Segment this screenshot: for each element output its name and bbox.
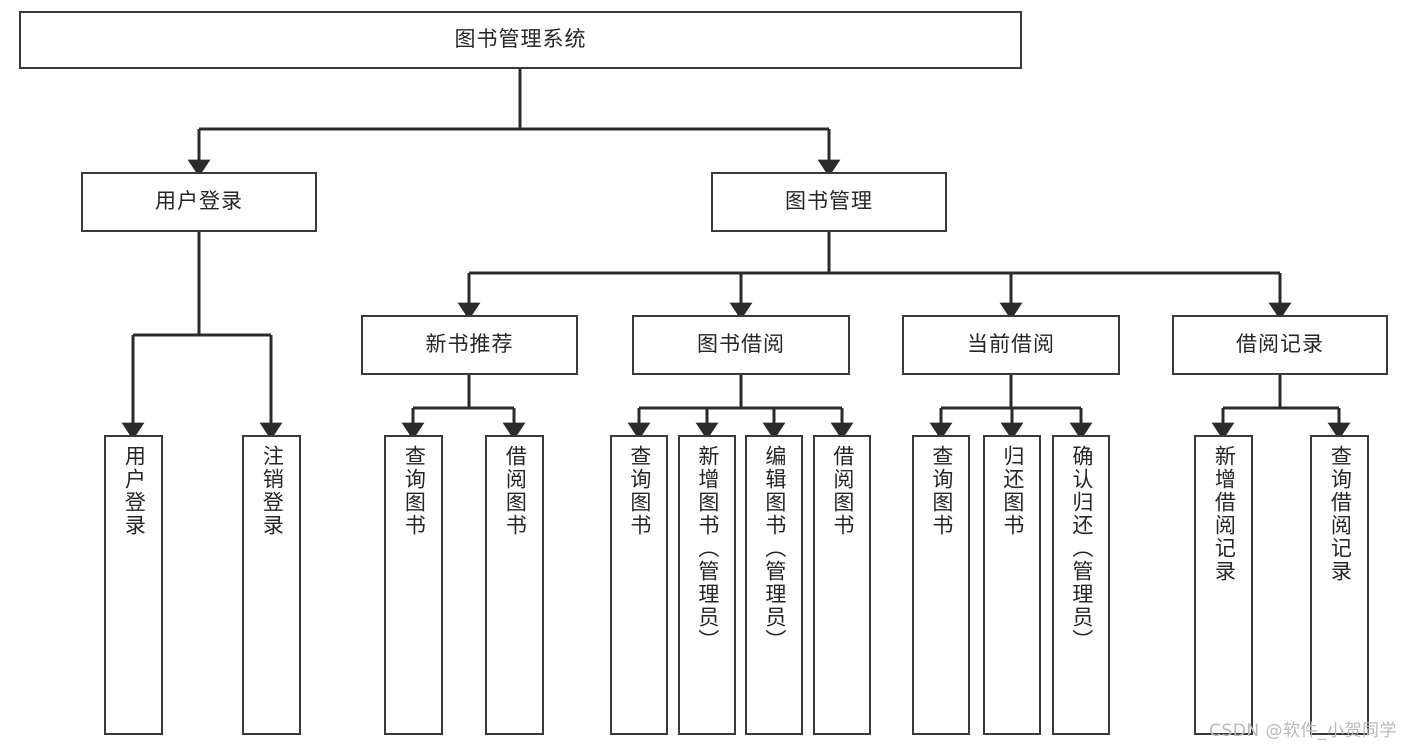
node-new-book-recommend[interactable]: 新书推荐: [361, 315, 578, 375]
leaf-node[interactable]: 归还图书: [983, 435, 1041, 735]
leaf-node[interactable]: 用户登录: [104, 435, 163, 735]
leaf-node[interactable]: 查询图书: [384, 435, 443, 735]
leaf-label: 查询借阅记录: [1328, 445, 1353, 583]
leaf-label: 用户登录: [122, 445, 147, 537]
leaf-label: 借阅图书: [830, 445, 855, 537]
node-user-login-label: 用户登录: [155, 189, 243, 214]
leaf-node[interactable]: 借阅图书: [813, 435, 871, 735]
leaf-node[interactable]: 新增图书（管理员）: [678, 435, 736, 735]
leaf-label: 借阅图书: [503, 445, 528, 537]
leaf-label: 新增借阅记录: [1212, 445, 1237, 583]
node-book-borrow-label: 图书借阅: [697, 332, 785, 357]
node-book-management[interactable]: 图书管理: [711, 172, 947, 232]
leaf-label: 注销登录: [260, 445, 285, 537]
node-current-borrow[interactable]: 当前借阅: [902, 315, 1120, 375]
leaf-node[interactable]: 新增借阅记录: [1194, 435, 1253, 735]
leaf-label: 查询图书: [402, 445, 427, 537]
node-user-login[interactable]: 用户登录: [81, 172, 317, 232]
leaf-node[interactable]: 确认归还（管理员）: [1052, 435, 1110, 735]
leaf-node[interactable]: 借阅图书: [485, 435, 544, 735]
node-new-book-recommend-label: 新书推荐: [425, 332, 514, 357]
leaf-node[interactable]: 查询借阅记录: [1310, 435, 1369, 735]
leaf-node[interactable]: 注销登录: [242, 435, 301, 735]
node-book-borrow[interactable]: 图书借阅: [632, 315, 850, 375]
leaf-node[interactable]: 编辑图书（管理员）: [745, 435, 803, 735]
leaf-label: 归还图书: [1000, 445, 1025, 537]
watermark-credit: CSDN @软件_小贺同学: [1209, 721, 1397, 741]
leaf-label: 查询图书: [627, 445, 652, 537]
leaf-node[interactable]: 查询图书: [610, 435, 668, 735]
leaf-label: 确认归还（管理员）: [1069, 445, 1094, 652]
node-borrow-record-label: 借阅记录: [1236, 332, 1324, 357]
leaf-label: 编辑图书（管理员）: [762, 445, 787, 652]
leaf-label: 查询图书: [929, 445, 954, 537]
node-root-label: 图书管理系统: [454, 27, 587, 52]
node-current-borrow-label: 当前借阅: [967, 332, 1055, 357]
node-root-system[interactable]: 图书管理系统: [19, 11, 1022, 69]
node-borrow-record[interactable]: 借阅记录: [1172, 315, 1388, 375]
node-book-management-label: 图书管理: [785, 189, 873, 214]
leaf-label: 新增图书（管理员）: [695, 445, 720, 652]
leaf-node[interactable]: 查询图书: [912, 435, 970, 735]
